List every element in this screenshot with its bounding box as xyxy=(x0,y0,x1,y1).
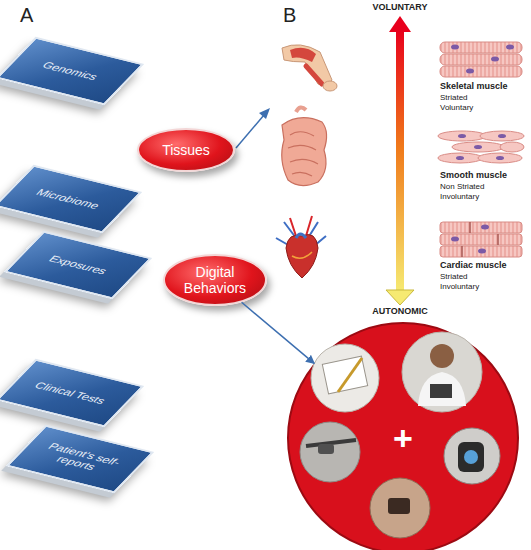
node-text: + xyxy=(393,419,413,458)
tissue-property: Voluntary xyxy=(440,103,473,112)
node-text: Microbiome xyxy=(34,187,103,211)
tissue-name: Smooth muscle xyxy=(440,170,507,180)
tissue-property: Non Striated xyxy=(440,182,484,191)
highlight-ellipse: Tissues xyxy=(137,128,235,172)
tissue-property: Involuntary xyxy=(440,192,479,201)
node-text-group: Exposures xyxy=(46,254,109,276)
smooth-fibres xyxy=(438,131,524,163)
tissue-property: Involuntary xyxy=(440,282,479,291)
glasses-photo xyxy=(300,422,360,482)
node-text-group: Genomics xyxy=(40,60,101,82)
arm-illustration xyxy=(282,45,337,91)
node-text-group: Digital Behaviors xyxy=(179,264,251,296)
data-layer-slab: Clinical Tests xyxy=(0,359,144,427)
axis-label: AUTONOMIC xyxy=(350,306,450,316)
watch-photo xyxy=(444,428,500,484)
node-text: Exposures xyxy=(46,254,109,276)
node-text-group: + xyxy=(393,419,413,458)
node-text: Genomics xyxy=(40,60,101,82)
heart-illustration xyxy=(276,216,326,278)
gradient-double-arrow xyxy=(386,16,414,305)
data-layer-slab: Microbiome xyxy=(0,165,142,233)
panel-letter: B xyxy=(283,4,296,27)
tissue-property: Striated xyxy=(440,272,468,281)
doctor-photo xyxy=(402,332,482,412)
connector-arrow xyxy=(242,302,315,363)
device-circle: + xyxy=(287,322,519,550)
axis-label: VOLUNTARY xyxy=(350,2,450,12)
skeletal-fibres xyxy=(440,42,522,77)
node-text-group: Clinical Tests xyxy=(32,380,108,406)
intestine-illustration xyxy=(282,107,327,185)
node-text-group: Patient's self-reports xyxy=(31,440,129,478)
tablet-photo xyxy=(311,344,379,412)
node-text: Tissues xyxy=(162,142,210,158)
tissue-name: Skeletal muscle xyxy=(440,81,508,91)
node-text: Patient's self-reports xyxy=(31,440,129,478)
leader-arrow xyxy=(236,108,270,148)
tissue-property: Striated xyxy=(440,93,468,102)
tissue-name: Cardiac muscle xyxy=(440,260,507,270)
data-layer-slab: Patient's self-reports xyxy=(6,425,154,493)
node-text: Clinical Tests xyxy=(32,380,108,406)
node-text: Digital Behaviors xyxy=(179,264,251,296)
node-text-group: Tissues xyxy=(162,142,210,158)
data-layer-slab: Exposures xyxy=(4,231,152,299)
node-text-group: Microbiome xyxy=(34,187,103,211)
highlight-ellipse: Digital Behaviors xyxy=(163,254,267,306)
data-layer-slab: Genomics xyxy=(0,37,144,105)
cardiac-fibres xyxy=(440,222,522,257)
hands-photo xyxy=(370,478,430,538)
panel-letter: A xyxy=(20,4,33,27)
